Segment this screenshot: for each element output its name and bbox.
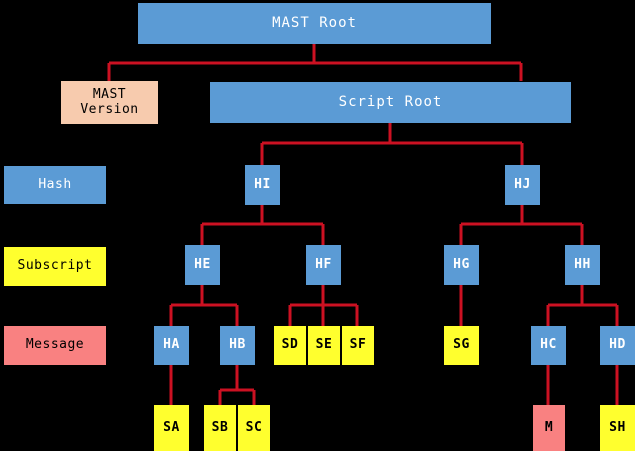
node-ha-label: HA — [163, 337, 180, 353]
node-hj[interactable]: HJ — [505, 165, 540, 205]
node-he-label: HE — [194, 256, 211, 272]
node-sd[interactable]: SD — [274, 326, 306, 365]
node-hi-label: HI — [254, 176, 271, 192]
node-hh[interactable]: HH — [565, 245, 600, 285]
node-mast-version[interactable]: MAST Version — [61, 81, 158, 124]
node-sg[interactable]: SG — [444, 326, 479, 365]
node-sf-label: SF — [349, 337, 367, 353]
node-sa[interactable]: SA — [154, 405, 189, 451]
node-sh-label: SH — [609, 419, 626, 435]
node-hg[interactable]: HG — [444, 245, 479, 285]
legend-subscript-label: Subscript — [17, 258, 93, 274]
node-sb[interactable]: SB — [204, 405, 236, 451]
node-sg-label: SG — [453, 337, 470, 353]
node-se-label: SE — [315, 337, 333, 353]
legend-message-label: Message — [25, 337, 85, 353]
node-hc-label: HC — [540, 337, 557, 353]
node-hg-label: HG — [453, 256, 470, 272]
node-se[interactable]: SE — [308, 326, 340, 365]
node-m-label: M — [544, 419, 554, 435]
node-sh[interactable]: SH — [600, 405, 635, 451]
node-mast-root[interactable]: MAST Root — [138, 3, 491, 44]
node-sc-label: SC — [245, 419, 263, 435]
legend-subscript: Subscript — [4, 247, 106, 286]
node-hb-label: HB — [229, 337, 246, 353]
node-ha[interactable]: HA — [154, 326, 189, 365]
node-hf[interactable]: HF — [306, 245, 341, 285]
node-sb-label: SB — [211, 419, 229, 435]
node-mast-root-label: MAST Root — [272, 14, 357, 31]
node-he[interactable]: HE — [185, 245, 220, 285]
node-sf[interactable]: SF — [342, 326, 374, 365]
node-hi[interactable]: HI — [245, 165, 280, 205]
legend-hash-label: Hash — [38, 176, 72, 192]
node-script-root[interactable]: Script Root — [210, 82, 571, 123]
node-hh-label: HH — [574, 256, 591, 272]
node-mast-version-label: MAST Version — [80, 86, 139, 117]
legend-message: Message — [4, 326, 106, 365]
node-sd-label: SD — [281, 337, 299, 353]
node-hc[interactable]: HC — [531, 326, 566, 365]
node-hd[interactable]: HD — [600, 326, 635, 365]
node-hj-label: HJ — [514, 176, 531, 192]
node-m[interactable]: M — [533, 405, 565, 451]
node-script-root-label: Script Root — [338, 93, 443, 110]
legend-hash: Hash — [4, 166, 106, 204]
node-hd-label: HD — [609, 337, 626, 353]
node-hb[interactable]: HB — [220, 326, 255, 365]
node-hf-label: HF — [315, 256, 332, 272]
node-sc[interactable]: SC — [238, 405, 270, 451]
node-sa-label: SA — [163, 419, 180, 435]
